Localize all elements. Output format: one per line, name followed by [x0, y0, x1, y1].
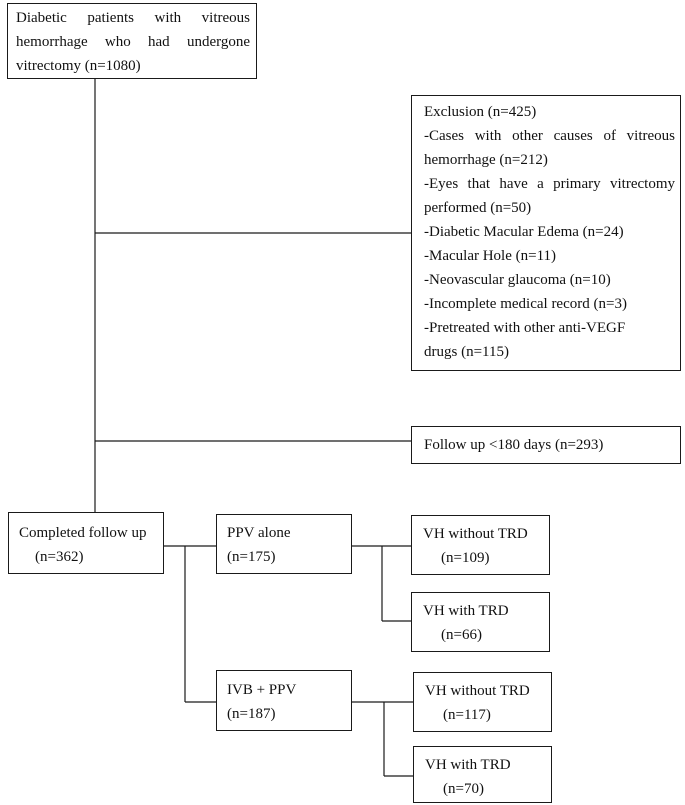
ivb-vh-without-trd-count: (n=117) [443, 707, 491, 723]
completed-followup-count: (n=362) [35, 549, 84, 565]
exclusion-line: -Eyes that have a primary vitrectomy [424, 176, 675, 192]
completed-followup-label: Completed follow up [19, 525, 147, 541]
followup-excluded-label: Follow up <180 days (n=293) [424, 437, 604, 453]
exclusion-line: performed (n=50) [424, 200, 532, 216]
exclusion-line: -Diabetic Macular Edema (n=24) [424, 224, 624, 240]
ivb-ppv-count: (n=187) [227, 706, 276, 722]
ivb-vh-with-trd-box: VH with TRD (n=70) [413, 746, 552, 803]
ppv-alone-label: PPV alone [227, 525, 291, 541]
exclusion-line: -Incomplete medical record (n=3) [424, 296, 627, 312]
followup-excluded-box: Follow up <180 days (n=293) [411, 426, 681, 464]
ivb-vh-with-trd-label: VH with TRD [425, 757, 511, 773]
exclusion-title: Exclusion (n=425) [424, 104, 537, 120]
initial-cohort-line-2: hemorrhage who had undergone [16, 34, 250, 50]
ppv-vh-without-trd-box: VH without TRD (n=109) [411, 515, 550, 575]
exclusion-line: -Cases with other causes of vitreous [424, 128, 675, 144]
ivb-vh-without-trd-label: VH without TRD [425, 683, 530, 699]
exclusion-box: Exclusion (n=425) -Cases with other caus… [411, 95, 681, 371]
ppv-vh-with-trd-count: (n=66) [441, 627, 482, 643]
ppv-vh-with-trd-box: VH with TRD (n=66) [411, 592, 550, 652]
initial-cohort-box: Diabetic patients with vitreous hemorrha… [7, 3, 257, 79]
completed-followup-box: Completed follow up (n=362) [8, 512, 164, 574]
ivb-ppv-label: IVB + PPV [227, 682, 297, 698]
ppv-alone-count: (n=175) [227, 549, 276, 565]
exclusion-line: -Pretreated with other anti-VEGF [424, 320, 626, 336]
exclusion-line: -Macular Hole (n=11) [424, 248, 557, 264]
ivb-vh-without-trd-box: VH without TRD (n=117) [413, 672, 552, 732]
ppv-alone-box: PPV alone (n=175) [216, 514, 352, 574]
initial-cohort-line-1: Diabetic patients with vitreous [16, 10, 250, 26]
ppv-vh-without-trd-count: (n=109) [441, 550, 490, 566]
exclusion-line: drugs (n=115) [424, 344, 509, 360]
ivb-ppv-box: IVB + PPV (n=187) [216, 670, 352, 731]
exclusion-line: hemorrhage (n=212) [424, 152, 548, 168]
initial-cohort-line-3: vitrectomy (n=1080) [16, 58, 141, 74]
exclusion-line: -Neovascular glaucoma (n=10) [424, 272, 611, 288]
ppv-vh-without-trd-label: VH without TRD [423, 526, 528, 542]
ivb-vh-with-trd-count: (n=70) [443, 781, 484, 797]
ppv-vh-with-trd-label: VH with TRD [423, 603, 509, 619]
